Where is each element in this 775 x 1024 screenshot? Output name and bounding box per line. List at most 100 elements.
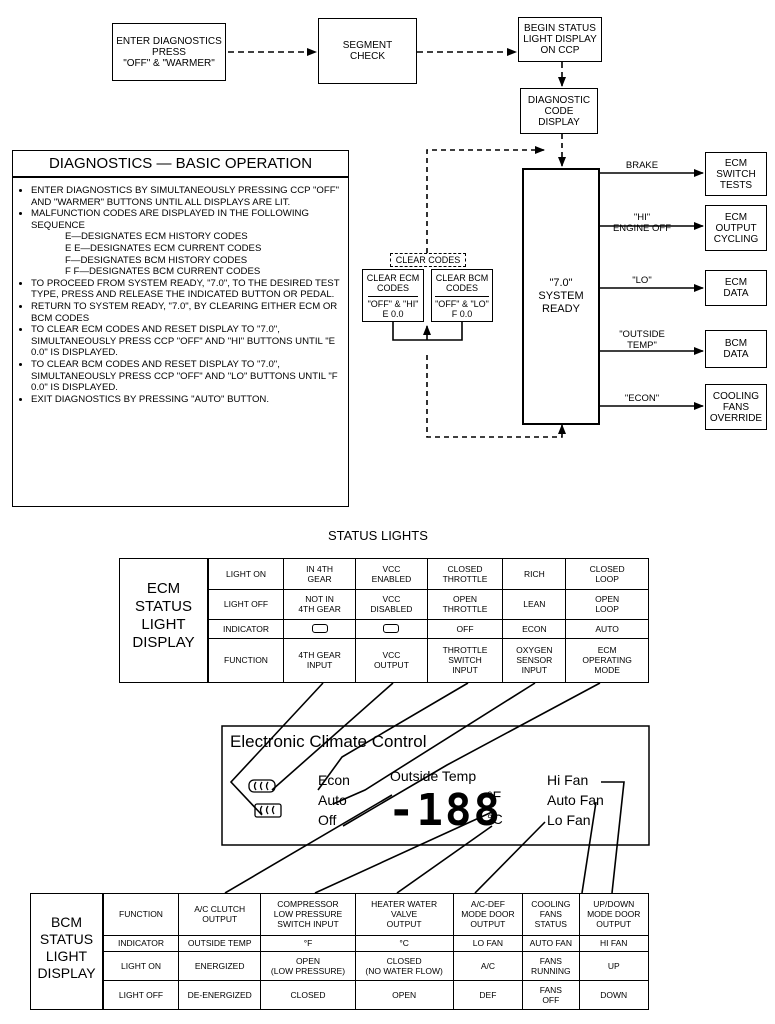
ecm-cell [282,619,357,639]
basic-step-6: TO CLEAR BCM CODES AND RESET DISPLAY TO … [31,359,346,394]
clear-bcm-box: CLEAR BCM CODES "OFF" & "LO" F 0.0 [431,269,493,322]
bcm-cell: COOLING FANS STATUS [522,893,580,936]
clear-bcm-title: CLEAR BCM CODES [435,272,489,293]
bcm-cell: HI FAN [578,934,649,952]
ecm-cell [355,619,428,639]
bcm-cell: A/C [452,950,524,981]
basic-steps: ENTER DIAGNOSTICS BY SIMULTANEOUSLY PRES… [19,185,346,405]
target-ecm-switch-tests: ECM SWITCH TESTS [705,152,767,196]
bcm-cell: CLOSED (NO WATER FLOW) [354,950,454,981]
branch-label-outside: "OUTSIDE TEMP" [619,329,665,351]
bcm-cell: ENERGIZED [177,950,262,981]
clear-ecm-title: CLEAR ECM CODES [366,272,420,293]
bcm-cell: FANS RUNNING [522,950,580,981]
ecm-cell: NOT IN 4TH GEAR [282,588,357,621]
basic-step-2d: F F—DESIGNATES BCM CURRENT CODES [65,266,261,278]
ecm-cell: IN 4TH GEAR [282,558,357,590]
bcm-cell: UP/DOWN MODE DOOR OUTPUT [578,893,649,936]
basic-step-2a: E—DESIGNATES ECM HISTORY CODES [65,231,248,243]
auto-label: Auto [318,792,347,808]
leader-deg-c [396,825,493,894]
bcm-cell: DOWN [578,979,649,1011]
leader-vcc [271,682,394,791]
ecm-cell: VCC ENABLED [355,558,428,590]
ecm-cell: VCC DISABLED [355,588,428,621]
basic-operation-panel: ENTER DIAGNOSTICS BY SIMULTANEOUSLY PRES… [12,177,349,507]
ecm-cell: THROTTLE SWITCH INPUT [426,637,504,684]
basic-step-4: RETURN TO SYSTEM READY, "7.0", BY CLEARI… [31,301,346,324]
econ-label: Econ [318,772,350,788]
defrost-icon [248,779,276,793]
arrow-ready-clear [426,355,566,438]
leader-outside-temp [224,794,393,894]
ecm-cell: LIGHT ON [208,558,284,590]
bcm-cell: DEF [452,979,524,1011]
basic-step-2b: E E—DESIGNATES ECM CURRENT CODES [65,242,262,254]
ecm-cell: ECON [502,619,567,639]
bcm-cell: OPEN [354,979,454,1011]
leader-lo-fan [474,821,546,894]
bcm-cell: AUTO FAN [522,934,580,952]
ecc-panel-border [221,725,650,846]
branch-label-econ: "ECON" [624,393,660,404]
code-display-box: DIAGNOSTIC CODE DISPLAY [520,88,598,134]
basic-step-2c: F—DESIGNATES BCM HISTORY CODES [65,254,248,266]
ecm-cell: OPEN THROTTLE [426,588,504,621]
basic-step-7: EXIT DIAGNOSTICS BY PRESSING "AUTO" BUTT… [31,394,346,406]
bcm-cell: OPEN (LOW PRESSURE) [260,950,356,981]
branch-label-hi: "HI" ENGINE OFF [612,212,672,234]
ecm-cell: CLOSED THROTTLE [426,558,504,590]
off-label: Off [318,812,337,828]
enter-diagnostics-box: ENTER DIAGNOSTICS PRESS "OFF" & "WARMER" [112,23,226,81]
bcm-cell: INDICATOR [103,934,179,952]
status-lights-heading: STATUS LIGHTS [328,528,428,543]
ecm-cell: INDICATOR [208,619,284,639]
ecm-cell: VCC OUTPUT [355,637,428,684]
bcm-cell: FANS OFF [522,979,580,1011]
rear-defrost-indicator-icon [311,623,328,633]
arrow-clear-return [426,146,545,262]
defrost-indicator-icon [383,623,400,633]
ecm-side-label-box: ECM STATUS LIGHT DISPLAY [119,558,208,683]
ecc-title: Electronic Climate Control [230,732,427,751]
leader-4th-gear [229,682,324,816]
ecm-cell: AUTO [565,619,649,639]
lo-fan-label: Lo Fan [547,812,591,828]
ecm-cell: RICH [502,558,567,590]
ecm-cell: LIGHT OFF [208,588,284,621]
leader-auto-fan [581,801,597,894]
bcm-cell: LIGHT OFF [103,979,179,1011]
auto-fan-label: Auto Fan [547,792,604,808]
deg-c-label: °C [487,811,503,827]
bcm-cell: UP [578,950,649,981]
clear-bcm-keys: "OFF" & "LO" F 0.0 [435,295,489,319]
outside-temp-label: Outside Temp [390,768,477,784]
basic-step-5: TO CLEAR ECM CODES AND RESET DISPLAY TO … [31,324,346,359]
begin-status-box: BEGIN STATUS LIGHT DISPLAY ON CCP [518,17,602,62]
bcm-cell: OUTSIDE TEMP [177,934,262,952]
ecm-cell: FUNCTION [208,637,284,684]
bcm-cell: FUNCTION [103,893,179,936]
clear-ecm-box: CLEAR ECM CODES "OFF" & "HI" E 0.0 [362,269,424,322]
ecm-cell: ECM OPERATING MODE [565,637,649,684]
target-cooling-fans-override: COOLING FANS OVERRIDE [705,384,767,430]
bcm-cell: A/C-DEF MODE DOOR OUTPUT [452,893,524,936]
bcm-cell: A/C CLUTCH OUTPUT [177,893,262,936]
basic-step-1: ENTER DIAGNOSTICS BY SIMULTANEOUSLY PRES… [31,185,346,208]
ecm-cell: LEAN [502,588,567,621]
ecm-cell: 4TH GEAR INPUT [282,637,357,684]
bcm-cell: HEATER WATER VALVE OUTPUT [354,893,454,936]
bcm-side-label-box: BCM STATUS LIGHT DISPLAY [30,893,103,1010]
clear-ecm-keys: "OFF" & "HI" E 0.0 [367,295,419,319]
clear-codes-label: CLEAR CODES [390,253,466,267]
ecm-cell: OPEN LOOP [565,588,649,621]
